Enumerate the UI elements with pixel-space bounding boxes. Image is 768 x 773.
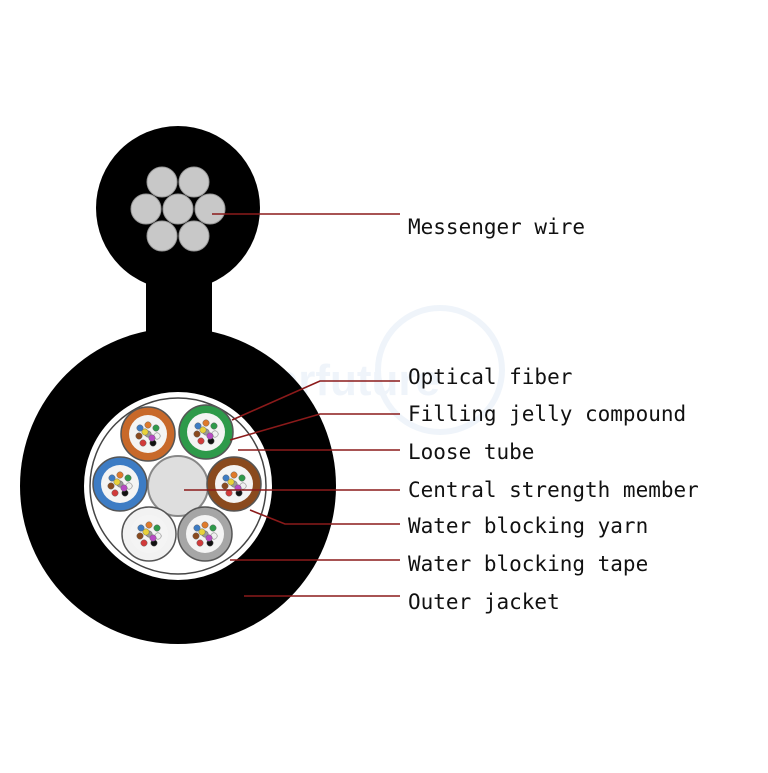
- optical-fiber: [209, 524, 217, 532]
- optical-fiber: [196, 539, 204, 547]
- messenger-strand: [194, 193, 226, 225]
- loose-tube: [206, 456, 262, 512]
- optical-fiber: [221, 482, 229, 490]
- optical-fiber: [140, 539, 148, 547]
- optical-fiber: [230, 471, 238, 479]
- optical-fiber: [192, 532, 200, 540]
- optical-fiber: [199, 426, 207, 434]
- optical-fiber: [210, 422, 218, 430]
- loose-tube: [178, 404, 234, 460]
- messenger-strands: [130, 166, 226, 252]
- optical-fiber: [194, 422, 202, 430]
- optical-fiber: [107, 482, 115, 490]
- messenger-strand: [178, 220, 210, 252]
- messenger-wire-housing: [96, 126, 260, 340]
- optical-fiber: [141, 428, 149, 436]
- optical-fiber: [149, 534, 157, 542]
- optical-fiber: [144, 421, 152, 429]
- optical-fiber: [139, 439, 147, 447]
- optical-fiber: [135, 432, 143, 440]
- optical-fiber: [238, 474, 246, 482]
- optical-fiber: [201, 521, 209, 529]
- optical-fiber: [120, 484, 128, 492]
- optical-fiber: [197, 437, 205, 445]
- loose-tubes: [92, 404, 262, 562]
- optical-fiber: [193, 430, 201, 438]
- leader-lines: [184, 213, 400, 597]
- loose-tube: [92, 456, 148, 512]
- label-optical-fiber: Optical fiber: [408, 365, 573, 389]
- main-cable: [20, 328, 336, 644]
- optical-fiber: [136, 424, 144, 432]
- optical-fiber: [111, 489, 119, 497]
- label-central-strength-member: Central strength member: [408, 478, 699, 502]
- loose-tube: [120, 406, 176, 462]
- leader-line: [231, 380, 400, 421]
- label-water-blocking-tape: Water blocking tape: [408, 552, 649, 576]
- label-messenger-wire: Messenger wire: [408, 215, 586, 239]
- messenger-strand: [162, 193, 194, 225]
- optical-fiber: [108, 474, 116, 482]
- optical-fiber: [142, 528, 150, 536]
- messenger-strand: [130, 193, 162, 225]
- optical-fiber: [222, 474, 230, 482]
- messenger-strand: [178, 166, 210, 198]
- optical-fiber: [113, 478, 121, 486]
- leader-line: [229, 413, 400, 441]
- optical-fiber: [116, 471, 124, 479]
- loose-tube: [177, 506, 233, 562]
- optical-fiber: [148, 434, 156, 442]
- label-loose-tube: Loose tube: [408, 440, 535, 464]
- messenger-strand: [146, 220, 178, 252]
- optical-fiber: [198, 528, 206, 536]
- optical-fiber: [202, 419, 210, 427]
- optical-fiber: [227, 478, 235, 486]
- optical-fiber: [145, 521, 153, 529]
- leader-line: [249, 509, 400, 525]
- loose-tube: [121, 506, 177, 562]
- label-water-blocking-yarn: Water blocking yarn: [408, 514, 649, 538]
- optical-fiber: [205, 534, 213, 542]
- optical-fiber: [124, 474, 132, 482]
- optical-fiber: [206, 432, 214, 440]
- messenger-strand: [146, 166, 178, 198]
- optical-fiber: [152, 424, 160, 432]
- label-filling-jelly-compound: Filling jelly compound: [408, 402, 687, 426]
- optical-fiber: [136, 532, 144, 540]
- optical-fiber: [153, 524, 161, 532]
- optical-fiber: [137, 524, 145, 532]
- label-outer-jacket: Outer jacket: [408, 590, 560, 614]
- optical-fiber: [193, 524, 201, 532]
